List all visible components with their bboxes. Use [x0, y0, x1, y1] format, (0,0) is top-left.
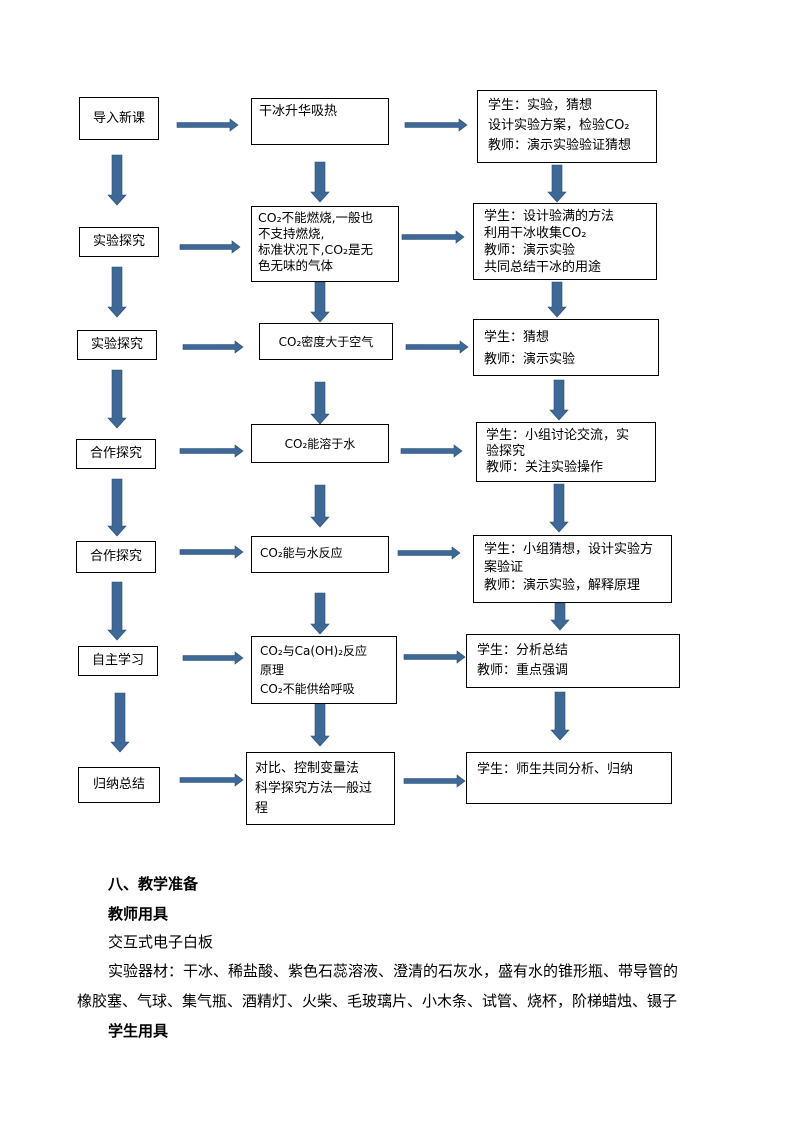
content-box-3: CO₂密度大于空气: [259, 323, 393, 360]
flow-arrow-h-14: [403, 774, 466, 788]
flow-arrow-v-3: [547, 164, 567, 203]
equipment-line-2: 橡胶塞、气球、集气瓶、酒精灯、火柴、毛玻璃片、小木条、试管、烧杯，阶梯蜡烛、镊子: [77, 992, 678, 1010]
flow-arrow-v-10: [107, 478, 127, 537]
activity-box-5: 学生：小组猜想，设计实验方 案验证 教师：演示实验，解释原理: [473, 535, 672, 603]
flow-arrow-v-4: [107, 266, 127, 318]
flow-arrow-h-11: [182, 651, 244, 665]
flow-arrow-h-2: [404, 118, 468, 132]
content-box-6: CO₂与Ca(OH)₂反应 原理 CO₂不能供给呼吸: [251, 636, 397, 704]
flow-arrow-h-6: [405, 340, 469, 354]
flow-arrow-v-13: [107, 581, 127, 641]
flow-arrow-v-6: [547, 281, 567, 318]
stage-box-5: 合作探究: [76, 541, 156, 573]
teacher-tools-heading: 教师用具: [108, 905, 169, 923]
teacher-tools-item: 交互式电子白板: [108, 933, 214, 951]
flow-arrow-h-1: [176, 118, 239, 132]
flow-arrow-h-3: [179, 240, 241, 254]
activity-box-4: 学生：小组讨论交流，实 验探究 教师：关注实验操作: [476, 422, 656, 482]
section-heading: 八、教学准备: [108, 875, 199, 893]
flow-arrow-v-1: [107, 154, 127, 206]
flow-arrow-v-17: [310, 701, 330, 747]
flow-arrow-v-9: [549, 379, 569, 421]
student-tools-heading: 学生用具: [108, 1022, 169, 1040]
flow-arrow-v-14: [310, 592, 330, 635]
flow-arrow-h-7: [179, 444, 244, 458]
content-box-1: 干冰升华吸热: [251, 98, 389, 145]
stage-box-6: 自主学习: [78, 646, 158, 676]
flow-arrow-v-2: [310, 161, 330, 203]
flow-arrow-v-16: [110, 692, 130, 753]
content-box-4: CO₂能溶于水: [251, 424, 389, 463]
activity-box-1: 学生：实验，猜想 设计实验方案，检验CO₂ 教师：演示实验验证猜想: [477, 90, 657, 163]
flow-arrow-h-8: [400, 444, 463, 458]
flow-arrow-h-12: [403, 650, 466, 664]
flow-arrow-v-15: [550, 602, 570, 631]
flow-arrow-h-5: [182, 340, 244, 354]
flow-arrow-h-10: [397, 546, 461, 560]
activity-box-3: 学生：猜想 教师：演示实验: [473, 319, 659, 376]
flow-arrow-v-7: [107, 369, 127, 429]
stage-box-7: 归纳总结: [78, 767, 160, 803]
flow-arrow-h-9: [179, 545, 244, 559]
flow-arrow-v-18: [550, 691, 570, 741]
flow-arrow-v-5: [310, 281, 330, 323]
stage-box-1: 导入新课: [79, 97, 159, 140]
content-box-7: 对比、控制变量法 科学探究方法一般过 程: [246, 752, 395, 825]
activity-box-7: 学生：师生共同分析、归纳: [466, 752, 672, 804]
equipment-line-1: 实验器材：干冰、稀盐酸、紫色石蕊溶液、澄清的石灰水，盛有水的锥形瓶、带导管的: [108, 962, 679, 980]
flow-arrow-v-8: [310, 381, 330, 425]
flow-arrow-h-13: [179, 773, 244, 787]
activity-box-6: 学生：分析总结 教师：重点强调: [466, 634, 680, 688]
flow-arrow-v-11: [310, 484, 330, 528]
activity-box-2: 学生：设计验满的方法 利用干冰收集CO₂ 教师：演示实验 共同总结干冰的用途: [473, 203, 657, 280]
content-box-5: CO₂能与水反应: [251, 536, 389, 573]
stage-box-2: 实验探究: [79, 227, 159, 257]
stage-box-4: 合作探究: [76, 439, 156, 469]
content-box-2: CO₂不能燃烧,一般也 不支持燃烧, 标准状况下,CO₂是无 色无味的气体: [251, 206, 399, 282]
flow-arrow-h-4: [401, 230, 465, 244]
flow-arrow-v-12: [549, 483, 569, 533]
stage-box-3: 实验探究: [77, 330, 157, 360]
